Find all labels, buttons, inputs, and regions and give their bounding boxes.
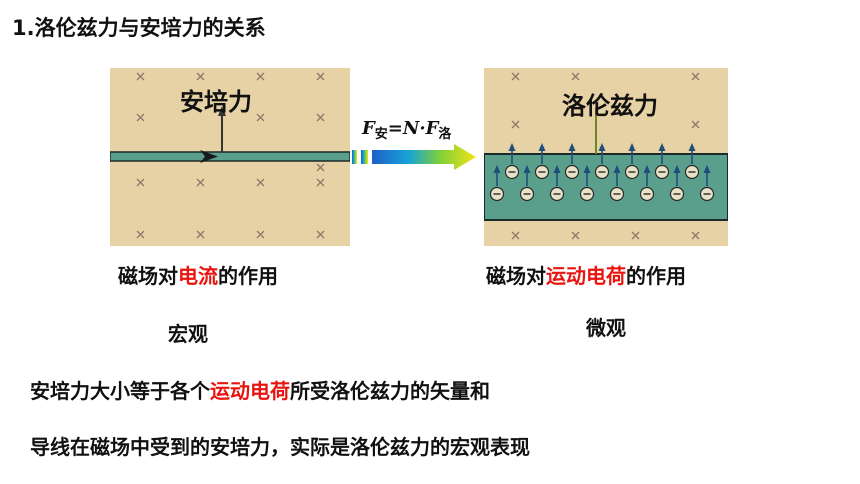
cross-icon [136,178,145,187]
right-subcaption: 微观 [586,316,626,340]
conductor-slab [484,153,728,221]
cross-icon [571,231,580,240]
up-arrow-icon [598,143,606,151]
cross-icon [196,72,205,81]
up-arrow-icon [613,165,621,173]
up-arrow-icon [703,165,711,173]
up-arrow-icon [628,143,636,151]
up-arrow-icon [568,143,576,151]
lorentz-force-label: 洛伦兹力 [562,92,658,120]
cross-icon [691,231,700,240]
up-arrow-icon [688,143,696,151]
up-arrow-icon [643,165,651,173]
current-direction-arrow [200,150,218,163]
up-arrow-icon [523,165,531,173]
cross-icon [316,230,325,239]
statement-vector-sum: 安培力大小等于各个运动电荷所受洛伦兹力的矢量和 [30,379,490,403]
up-arrow-icon [658,143,666,151]
slide-heading: 1.洛伦兹力与安培力的关系 [12,16,266,40]
cross-icon [256,72,265,81]
cross-icon [136,230,145,239]
force-relation-formula: F安=N·F洛 [362,118,452,142]
lorentz-diagram [484,72,728,240]
statement-macroscopic: 导线在磁场中受到的安培力，实际是洛伦兹力的宏观表现 [30,435,530,459]
cross-icon [256,113,265,122]
cross-icon [316,113,325,122]
up-arrow-icon [493,165,501,173]
up-arrow-icon [508,143,516,151]
up-arrow-icon [553,165,561,173]
right-caption: 磁场对运动电荷的作用 [486,264,686,288]
cross-icon [691,72,700,81]
current-wire [110,151,350,162]
up-arrow-icon [538,143,546,151]
cross-icon [256,178,265,187]
cross-icon [316,72,325,81]
relation-arrow [352,143,478,171]
cross-icon [511,72,520,81]
cross-icon [136,72,145,81]
charge-carriers [489,143,715,202]
up-arrow-icon [218,106,226,116]
cross-icon [136,113,145,122]
left-caption: 磁场对电流的作用 [118,264,278,288]
cross-icon [631,231,640,240]
cross-icon [571,72,580,81]
ampere-diagram [110,72,350,239]
ampere-force-panel: 安培力 [110,68,350,246]
up-arrow-icon [583,165,591,173]
cross-icon [196,230,205,239]
cross-icon [691,120,700,129]
up-arrow-icon [673,165,681,173]
cross-icon [196,178,205,187]
left-subcaption: 宏观 [168,322,208,346]
magnetic-field-crosses [136,72,325,239]
cross-icon [316,178,325,187]
cross-icon [256,230,265,239]
ampere-force-label: 安培力 [180,88,252,116]
lorentz-force-panel: 洛伦兹力 [484,68,728,246]
cross-icon [511,120,520,129]
cross-icon [316,163,325,172]
cross-icon [511,231,520,240]
